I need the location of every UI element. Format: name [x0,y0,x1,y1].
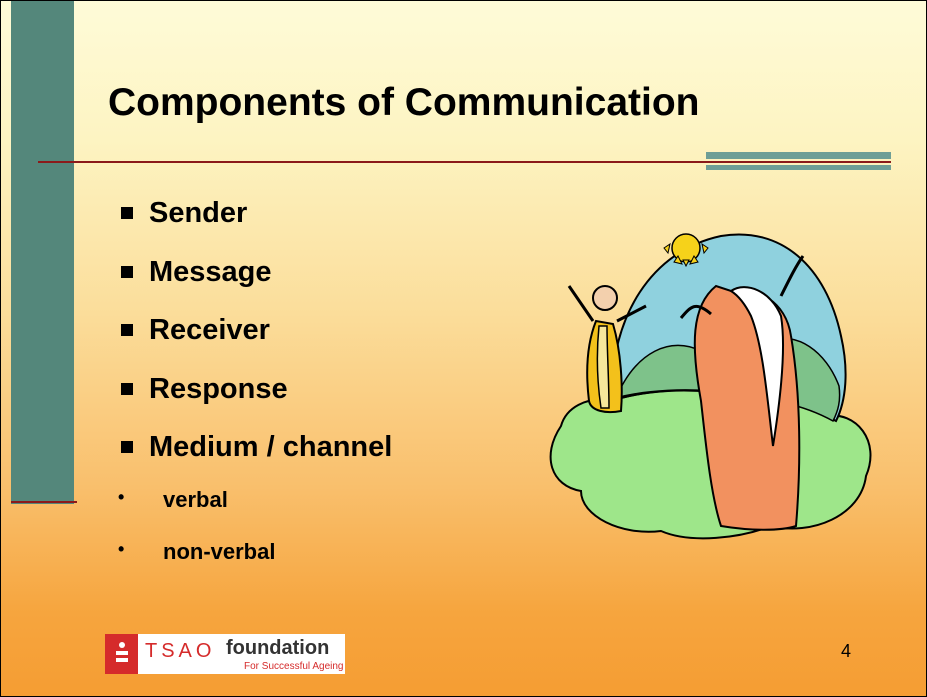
square-bullet-icon [121,382,133,395]
dot-bullet-icon: • [118,539,125,559]
bullet-text: Response [149,372,288,405]
sun-rays [663,242,709,268]
title-accent-bar [706,152,891,159]
square-bullet-icon [121,265,133,278]
square-bullet-icon [121,324,133,336]
side-accent-bar [11,1,74,504]
logo-tagline: For Successful Ageing [244,661,344,672]
two-figures-praising-sun-illustration [549,233,872,540]
sub-bullet-text: verbal [163,487,228,512]
side-accent-line [11,501,77,503]
sub-bullet-text: non-verbal [163,539,276,564]
page-number: 4 [841,641,852,661]
bullet-text: Sender [149,197,248,229]
small-figure-head [592,285,618,311]
title-accent-bar-lower [706,165,891,170]
tsao-foundation-logo: TSAO foundation For Successful Ageing [105,634,345,674]
bullet-text: Message [149,255,272,288]
square-bullet-icon [121,207,133,219]
slide-title: Components of Communication [108,81,700,124]
logo-brand-tsao: TSAO [145,640,216,662]
dot-bullet-icon: • [118,487,125,507]
small-figure-arms [567,285,647,323]
square-bullet-icon [121,441,133,453]
logo-brand-foundation: foundation [226,637,330,659]
title-underline [38,161,891,163]
large-figure-arms [679,255,805,319]
bullet-text: Medium / channel [149,431,393,463]
large-figure-hood [729,286,784,447]
logo-background [105,634,345,674]
small-figure-vest [596,325,610,409]
people-logo-icon [105,634,138,674]
bullet-text: Receiver [149,314,270,346]
